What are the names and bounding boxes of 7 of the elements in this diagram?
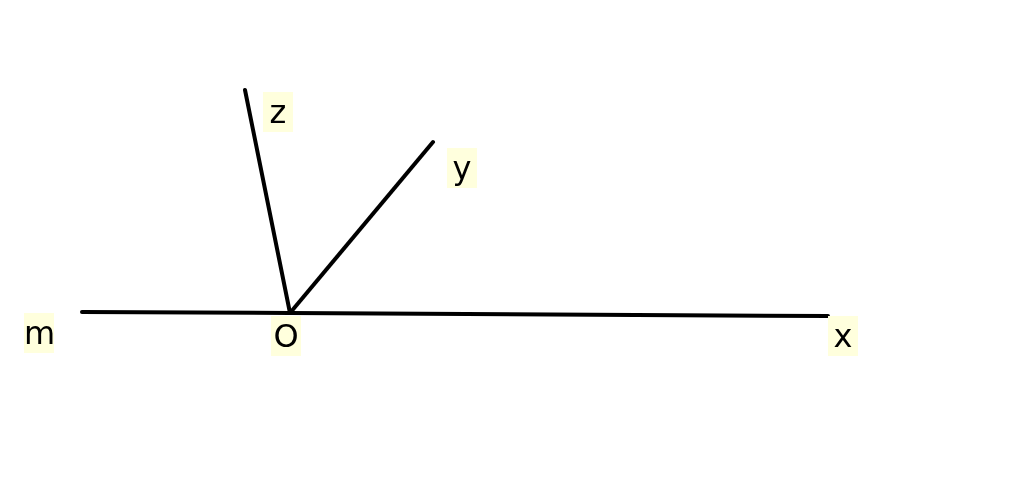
point-label: y: [447, 148, 477, 188]
point-label: z: [263, 92, 293, 132]
point-label: O: [271, 316, 301, 356]
point-label: x: [828, 316, 858, 356]
ray-line: [288, 311, 830, 318]
ray-line: [80, 310, 292, 315]
point-label: m: [24, 313, 54, 353]
